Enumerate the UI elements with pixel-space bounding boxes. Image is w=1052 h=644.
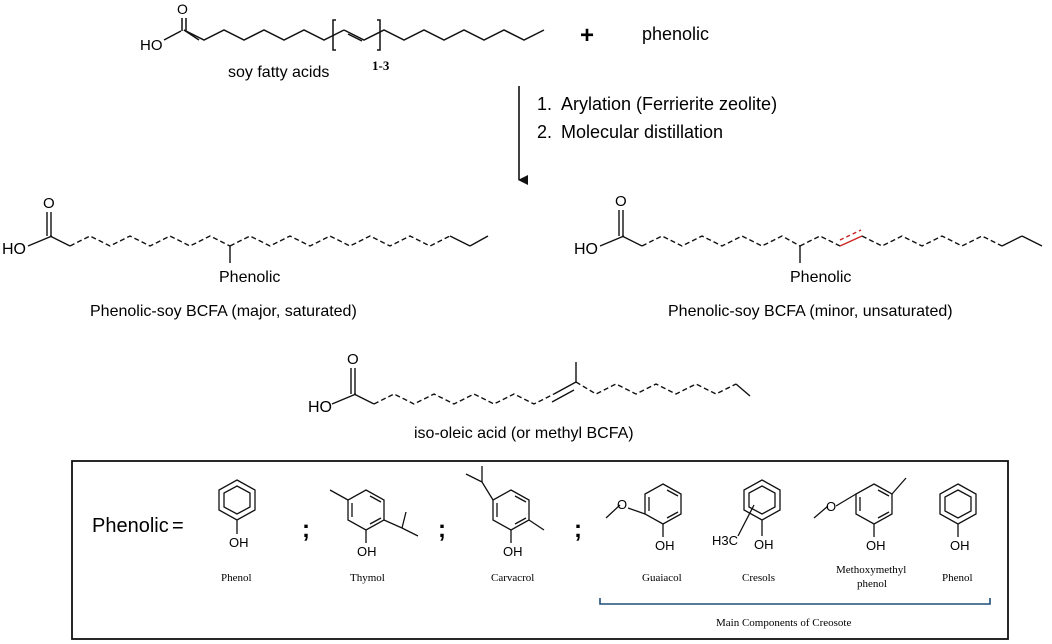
creosote-phenol-oh-label: OH (950, 538, 970, 553)
major-substituent-label: Phenolic (219, 269, 280, 286)
thymol-oh-label: OH (357, 544, 377, 559)
step-1-text: Arylation (Ferrierite zeolite) (561, 94, 777, 114)
major-product-structure (27, 212, 489, 263)
creosote-bracket (599, 598, 991, 605)
iso-oleic-acid-structure (331, 362, 751, 405)
major-carbonyl-o-label: O (43, 195, 55, 212)
compound-methoxymethyl-label-line2: phenol (857, 578, 887, 590)
guaiacol-ether-o-label: O (617, 497, 627, 512)
methoxymethyl-ether-o-label: O (826, 499, 836, 514)
step-2-text: Molecular distillation (561, 122, 723, 142)
creosote-phenol-structure (939, 483, 977, 537)
methoxymethyl-phenol-structure (813, 477, 907, 537)
creosote-bracket-label: Main Components of Creosote (716, 617, 851, 629)
reactant-ho-label: HO (140, 37, 163, 54)
minor-ho-label: HO (574, 241, 598, 258)
step-2-number: 2. (537, 122, 552, 142)
compound-guaiacol-label: Guaiacol (642, 572, 682, 584)
compound-phenol-label: Phenol (221, 572, 252, 584)
guaiacol-structure (605, 483, 682, 537)
guaiacol-oh-label: OH (655, 538, 675, 553)
byproduct-name: iso-oleic acid (or methyl BCFA) (414, 425, 634, 442)
reactant-carbonyl-o-label: O (177, 1, 188, 17)
minor-product-name: Phenolic-soy BCFA (minor, unsaturated) (668, 303, 953, 320)
carvacrol-oh-label: OH (503, 544, 523, 559)
compound-carvacrol-label: Carvacrol (491, 572, 534, 584)
carvacrol-structure (465, 466, 545, 543)
legend-equals-sign: = (172, 515, 184, 537)
repeat-count-label: 1-3 (372, 58, 390, 73)
iso-carbonyl-o-label: O (347, 351, 359, 368)
minor-product-structure (599, 210, 1043, 263)
minor-substituent-label: Phenolic (790, 269, 851, 286)
cresol-oh-label: OH (754, 537, 774, 552)
compound-cresols-label: Cresols (742, 572, 775, 584)
phenol-oh-label: OH (229, 535, 249, 550)
phenolic-legend-box (71, 460, 1009, 640)
legend-phenolic-label: Phenolic (92, 515, 169, 537)
phenol-structure (218, 479, 256, 534)
compound-methoxymethyl-label-line1: Methoxymethyl (836, 564, 906, 576)
legend-separator-1: ; (302, 516, 310, 543)
step-1-number: 1. (537, 94, 552, 114)
major-ho-label: HO (2, 241, 26, 258)
compound-creosote-phenol-label: Phenol (942, 572, 973, 584)
methoxymethyl-oh-label: OH (866, 538, 886, 553)
cresol-methyl-label: H3C (712, 533, 738, 548)
cresols-structure (737, 479, 781, 537)
plus-sign: + (580, 22, 594, 49)
co-reactant-label: phenolic (642, 24, 709, 44)
legend-separator-2: ; (438, 516, 446, 543)
major-product-name: Phenolic-soy BCFA (major, saturated) (90, 303, 357, 320)
soy-fatty-acid-structure (163, 18, 545, 51)
minor-carbonyl-o-label: O (615, 193, 627, 210)
reactant-name: soy fatty acids (228, 64, 329, 81)
thymol-structure (329, 489, 419, 543)
iso-ho-label: HO (308, 399, 332, 416)
legend-separator-3: ; (574, 516, 582, 543)
compound-thymol-label: Thymol (350, 572, 385, 584)
